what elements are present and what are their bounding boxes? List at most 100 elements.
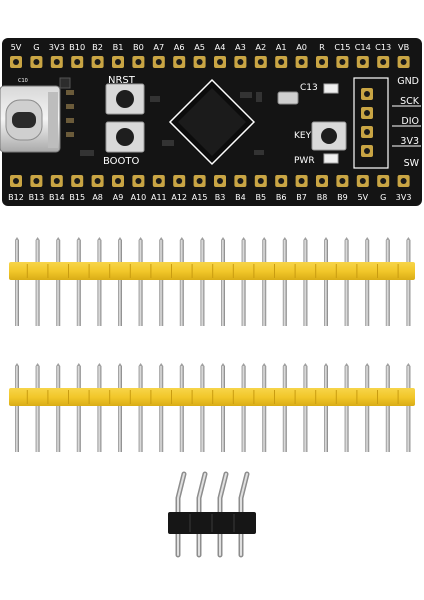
pin-label-bottom: G xyxy=(380,193,386,202)
header-pin xyxy=(241,366,246,452)
header-pin xyxy=(118,366,122,452)
pin-label-bottom: B14 xyxy=(49,193,65,202)
pad-top-0 xyxy=(10,56,22,68)
pin-label-top: A6 xyxy=(174,42,185,52)
pin-label-top: A0 xyxy=(296,42,307,52)
pin-label-bottom: B15 xyxy=(69,193,85,202)
pin-label-top: A5 xyxy=(194,42,205,52)
right-angle-pin xyxy=(238,471,250,558)
pad-bottom-19 xyxy=(397,175,410,187)
header-pin xyxy=(406,240,411,326)
key-label: KEY xyxy=(294,131,312,141)
pin-label-bottom: B3 xyxy=(215,193,226,202)
bottom-pin-pads xyxy=(10,175,410,187)
long-pin-header-2 xyxy=(9,363,415,452)
key-button: KEY xyxy=(294,121,347,151)
pin-label-top: A7 xyxy=(153,42,164,52)
pad-bottom-8 xyxy=(173,175,186,187)
pwr-led: PWR xyxy=(294,153,339,166)
pad-bottom-13 xyxy=(275,175,288,187)
swd-pad-3 xyxy=(361,145,373,157)
header-pin xyxy=(138,240,143,326)
pad-bottom-5 xyxy=(112,175,124,187)
crystal xyxy=(277,91,299,105)
header-pin xyxy=(344,366,349,452)
header-pin xyxy=(35,240,40,326)
pin-label-top: B1 xyxy=(113,42,124,52)
swd-label: DIO xyxy=(401,116,419,127)
header-pin xyxy=(262,240,267,326)
header-pin xyxy=(200,366,205,452)
pin-label-bottom: B12 xyxy=(8,193,24,202)
right-angle-pin xyxy=(175,471,187,558)
header-pin xyxy=(282,366,287,452)
header-pin xyxy=(303,366,308,452)
header-pin xyxy=(35,366,40,452)
header-pin xyxy=(324,240,328,326)
pin-label-bottom: B8 xyxy=(317,193,328,202)
pin-label-top: R xyxy=(319,42,325,52)
pin-label-top: 5V xyxy=(11,42,22,52)
long-pin-header-1 xyxy=(9,237,415,326)
pad-top-4 xyxy=(91,56,104,68)
header-pin xyxy=(365,366,370,452)
pin-label-bottom: A8 xyxy=(92,193,103,202)
pin-label-top: A3 xyxy=(235,42,246,52)
swd-label: SCK xyxy=(400,96,420,107)
header-pin xyxy=(159,366,164,452)
c13-label: C13 xyxy=(300,83,318,93)
right-angle-pin xyxy=(196,471,208,558)
header-pin xyxy=(200,240,205,326)
header-plastic-strip xyxy=(9,388,415,406)
header-pin xyxy=(365,240,370,326)
pin-label-top: B2 xyxy=(92,42,103,52)
pad-top-9 xyxy=(193,56,206,68)
c13-led: C13 xyxy=(300,83,339,94)
pin-label-bottom: B7 xyxy=(296,193,307,202)
pin-label-bottom: A15 xyxy=(192,193,208,202)
passives xyxy=(59,77,264,156)
header-pin xyxy=(15,240,19,326)
header-pin xyxy=(221,240,225,326)
header-pin xyxy=(385,240,390,326)
pad-bottom-18 xyxy=(377,175,390,187)
pad-top-13 xyxy=(275,56,288,68)
nrst-button: NRST xyxy=(105,75,145,115)
header-pin xyxy=(282,240,287,326)
boot0-label: BOOTO xyxy=(103,156,140,167)
header-plastic-strip xyxy=(9,262,415,280)
pad-top-8 xyxy=(173,56,186,68)
pin-label-bottom: B13 xyxy=(29,193,45,202)
pin-label-bottom: A9 xyxy=(113,193,124,202)
pin-label-bottom: 5V xyxy=(358,193,369,202)
pin-label-bottom: 3V3 xyxy=(396,193,412,202)
pin-label-bottom: B4 xyxy=(235,193,246,202)
pin-label-top: A1 xyxy=(276,42,287,52)
pin-label-top: C15 xyxy=(334,42,350,52)
mcu-chip xyxy=(168,78,256,166)
swd-pad-1 xyxy=(361,107,373,119)
header-pin xyxy=(76,366,81,452)
pad-top-1 xyxy=(30,56,43,68)
pin-label-bottom: B6 xyxy=(276,193,287,202)
swd-pad-2 xyxy=(361,126,373,138)
pin-label-bottom: A11 xyxy=(151,193,167,202)
pad-top-3 xyxy=(71,56,84,68)
header-pin xyxy=(97,366,102,452)
header-pin xyxy=(221,366,225,452)
pad-top-17 xyxy=(356,56,369,68)
pad-bottom-15 xyxy=(316,175,328,187)
header-pin xyxy=(344,240,349,326)
pin-label-bottom: A10 xyxy=(131,193,147,202)
short-header-plastic xyxy=(168,512,256,534)
pad-bottom-1 xyxy=(30,175,43,187)
pad-bottom-7 xyxy=(152,175,165,187)
header-pin xyxy=(97,240,102,326)
pin-label-bottom: B5 xyxy=(256,193,267,202)
pad-top-18 xyxy=(377,56,390,68)
header-pin xyxy=(303,240,308,326)
header-pin xyxy=(56,240,61,326)
